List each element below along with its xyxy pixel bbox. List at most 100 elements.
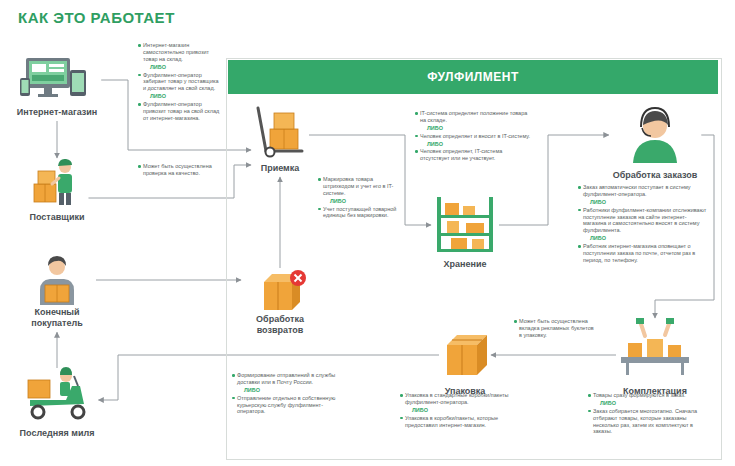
flow-connector	[57, 332, 58, 368]
shop-node: Интернет-магазин	[13, 55, 101, 121]
last-mile-node: Последняя миля	[16, 368, 99, 442]
courier-scooter-icon	[72, 406, 84, 418]
picking-icon	[626, 363, 629, 375]
supplier-icon	[58, 159, 72, 166]
supplier-icon	[58, 174, 72, 193]
shelves-icon	[466, 223, 484, 233]
or-separator: ЛИБО	[415, 125, 533, 132]
note-text: Упаковка в стандартные коробки/пакеты фу…	[400, 392, 512, 406]
shop-icon	[32, 64, 46, 72]
package-icon	[452, 340, 482, 341]
section-header: ФУЛФИЛМЕНТ	[228, 60, 718, 94]
note-text: Отправление отдельно в собственную курье…	[232, 395, 347, 416]
note-group: IT-система определяет положение товара н…	[415, 110, 533, 163]
note-text: Интернет-магазин самостоятельно привозит…	[138, 42, 222, 63]
node-caption: Обработка возвратов	[245, 314, 315, 337]
operator-icon	[633, 140, 677, 163]
shop-icon	[44, 88, 52, 94]
picking-icon	[681, 363, 684, 375]
flow-connector	[57, 121, 58, 158]
or-separator: ЛИБО	[415, 141, 533, 148]
operator-icon	[643, 111, 668, 125]
returns-icon	[290, 270, 306, 286]
customer-icon	[45, 285, 69, 302]
shelves-icon	[437, 233, 493, 236]
node-caption: Последняя миля	[20, 428, 95, 439]
shelves-icon	[489, 197, 493, 252]
hand-truck-icon	[270, 129, 298, 149]
or-separator: ЛИБО	[578, 199, 708, 206]
hand-truck-icon	[258, 108, 266, 151]
note-text: Учет поступающей товарной единицы без ма…	[318, 206, 400, 220]
shop-icon	[72, 73, 84, 92]
supplier-icon	[66, 193, 71, 205]
or-separator: ЛИБО	[232, 387, 347, 394]
shelves-icon	[437, 197, 493, 252]
shop-icon	[20, 58, 86, 97]
package-icon	[462, 345, 463, 375]
shelves-icon	[463, 206, 475, 215]
shop-icon	[49, 69, 64, 72]
or-separator: ЛИБО	[400, 407, 512, 414]
hand-truck-icon	[266, 148, 275, 157]
note-text: Товары сразу формируются в заказ.	[588, 392, 712, 399]
flow-connector	[280, 177, 281, 268]
process-node: Обработка заказов	[609, 108, 702, 184]
package-icon	[447, 345, 477, 375]
courier-scooter-icon	[60, 382, 70, 396]
process-node: Комплектация	[616, 318, 694, 400]
or-separator: ЛИБО	[138, 93, 222, 100]
node-caption: Интернет-магазин	[17, 107, 97, 118]
shop-icon	[26, 58, 70, 88]
process-node: Обработка возвратов	[241, 268, 319, 339]
returns-icon	[295, 275, 302, 282]
note-text: IT-система определяет положение товара н…	[415, 110, 533, 124]
package-icon	[447, 335, 487, 375]
picking-icon	[621, 318, 689, 375]
note-text: Работник интернет-магазина оповещает о п…	[578, 243, 708, 264]
node-caption: Конечный покупатель	[22, 307, 92, 330]
picking-icon	[621, 357, 689, 363]
note-text: Работники фулфилмент-компании отслеживаю…	[578, 207, 708, 235]
shop-icon	[49, 64, 64, 67]
note-group: Товары сразу формируются в заказ.ЛИБОЗак…	[588, 392, 712, 436]
note-text: Человек определяет и вносит в IT-систему…	[415, 133, 533, 140]
note-text: Может быть осуществлена проверка на каче…	[138, 163, 222, 177]
customer-icon	[57, 285, 58, 302]
hand-truck-icon	[274, 113, 294, 129]
customer-icon	[40, 256, 74, 305]
returns-icon	[295, 275, 302, 282]
courier-scooter-icon	[60, 367, 72, 375]
customer-icon	[40, 279, 74, 305]
picking-icon	[666, 318, 674, 324]
courier-scooter-icon	[32, 406, 44, 418]
supplier-icon	[45, 184, 46, 202]
note-group: Может быть осуществлена вкладка рекламны…	[514, 318, 594, 340]
note-text: Заказ собирается многоэтапно. Сначала от…	[588, 408, 712, 436]
process-node: Хранение	[431, 195, 499, 273]
note-text: Упаковка в коробки/пакеты, которые предо…	[400, 415, 512, 429]
note-group: Формирование отправлений в службы достав…	[232, 372, 347, 416]
shelves-icon	[445, 203, 459, 215]
package-icon	[477, 335, 487, 375]
shop-icon	[22, 80, 29, 93]
flow-connector	[655, 135, 714, 318]
shop-icon	[32, 75, 64, 81]
note-text: Может быть осуществлена вкладка рекламны…	[514, 318, 594, 339]
process-node: Упаковка	[439, 330, 491, 400]
shelves-icon	[447, 221, 459, 233]
note-group: Маркировка товара штрихкодом и учет его …	[318, 176, 400, 220]
note-text: Заказ автоматически поступает в систему …	[578, 184, 708, 198]
note-text: Маркировка товара штрихкодом и учет его …	[318, 176, 400, 197]
picking-icon	[636, 318, 644, 324]
picking-icon	[668, 345, 681, 357]
shop-icon	[20, 78, 30, 96]
note-group: Интернет-магазин самостоятельно привозит…	[138, 42, 222, 123]
node-caption: Обработка заказов	[613, 170, 698, 181]
shop-icon	[29, 61, 67, 84]
shelves-icon	[437, 197, 441, 252]
supplier-node: Поставщики	[26, 158, 89, 226]
supplier-icon	[59, 193, 64, 205]
picking-icon	[628, 343, 642, 357]
page-title: КАК ЭТО РАБОТАЕТ	[18, 9, 175, 26]
